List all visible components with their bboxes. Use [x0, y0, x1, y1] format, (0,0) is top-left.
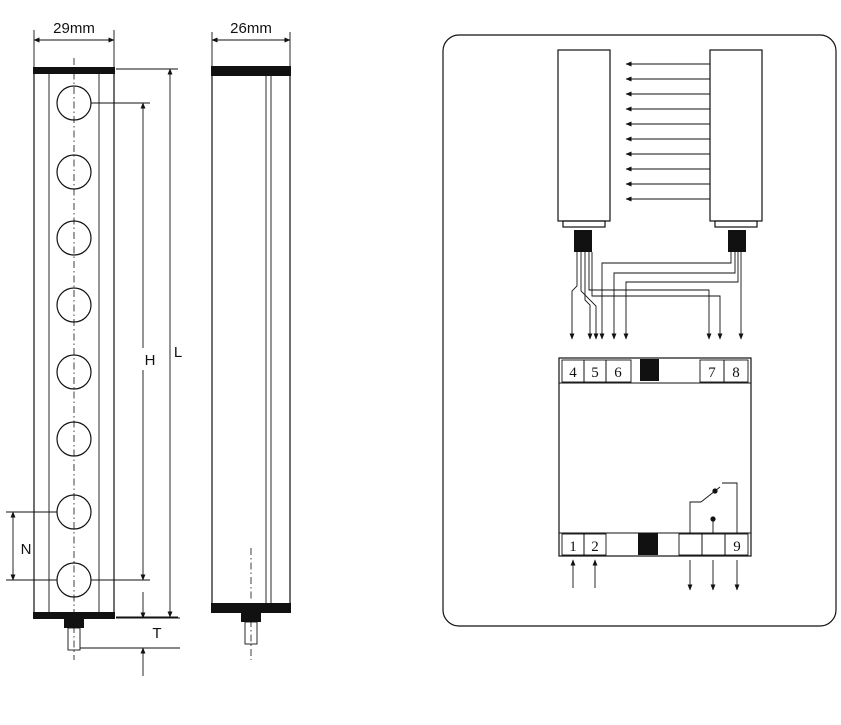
bottom-status-block [638, 533, 658, 555]
side-connector-nut [241, 613, 261, 622]
emitter-base [714, 220, 758, 228]
terminal-label-5: 5 [591, 365, 599, 381]
side-width-label: 26mm [230, 20, 272, 37]
beam-lens [56, 421, 92, 457]
terminal-cell [583, 533, 607, 556]
relay-contact [689, 482, 738, 534]
terminal-cell [724, 533, 749, 556]
front-top-cap [33, 67, 115, 74]
receiver-wires [569, 252, 723, 340]
l-label: L [174, 344, 182, 361]
terminal-cell [678, 533, 703, 556]
terminal-cell [701, 533, 726, 556]
receiver-cable-gland [574, 230, 592, 252]
controller-box [558, 357, 752, 557]
wire [591, 252, 723, 340]
terminal-label-8: 8 [732, 365, 740, 381]
wire [580, 252, 599, 340]
top-status-block [640, 359, 659, 381]
front-bottom-cap [33, 612, 115, 619]
emitter-wires [599, 252, 744, 340]
terminal-cell [605, 359, 632, 383]
front-view: 29mm H L N [6, 20, 182, 676]
wire [584, 252, 593, 340]
terminal-label-1: 1 [569, 539, 577, 555]
relay-wire-right [722, 482, 738, 534]
terminal-label-4: 4 [569, 365, 577, 381]
receiver-unit [557, 49, 611, 222]
terminal-cell [723, 359, 749, 383]
relay-contact-upper [712, 488, 718, 494]
relay-wire-left [689, 501, 701, 534]
wiring-frame [442, 34, 837, 627]
terminal-label-2: 2 [591, 539, 599, 555]
t-label: T [152, 625, 161, 642]
beam-lens [56, 220, 92, 256]
emitter-cable-gland [728, 230, 746, 252]
side-bottom-cap [211, 603, 291, 613]
h-label: H [145, 352, 156, 369]
wire [623, 252, 739, 340]
side-view: 26mm [211, 20, 291, 660]
wire [599, 252, 732, 340]
wire [569, 252, 578, 340]
light-beams [625, 61, 710, 202]
beam-lens [56, 354, 92, 390]
beam-lens [56, 287, 92, 323]
relay-switch-arm [700, 486, 721, 503]
front-connector-nut [64, 619, 84, 628]
beam-lens [56, 154, 92, 190]
n-label: N [21, 541, 32, 558]
terminal-label-6: 6 [614, 365, 622, 381]
wiring-diagram: 4 5 6 7 8 1 2 9 [442, 34, 837, 627]
terminal-label-7: 7 [708, 365, 716, 381]
front-width-label: 29mm [53, 20, 95, 37]
receiver-base [562, 220, 606, 228]
terminal-label-9: 9 [733, 539, 741, 555]
emitter-unit [709, 49, 763, 222]
wire [611, 252, 736, 340]
wire [588, 252, 712, 340]
side-top-cap [211, 66, 291, 76]
